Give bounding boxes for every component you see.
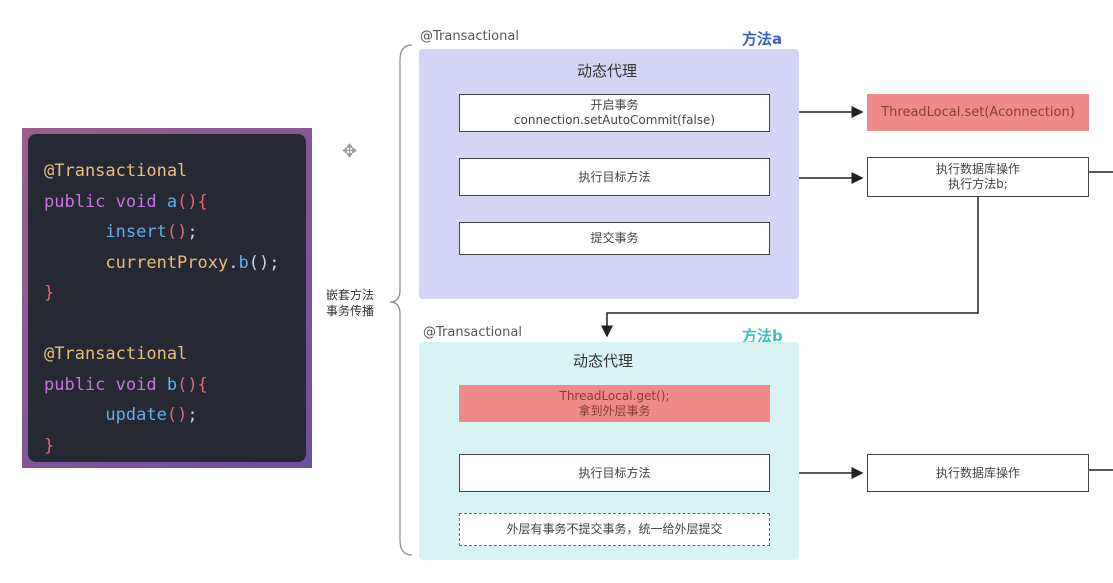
- get-outer-transaction-label: 拿到外层事务: [578, 403, 651, 418]
- code-line: @Transactional: [44, 156, 306, 187]
- panel-b-title: 动态代理: [573, 352, 634, 370]
- code-token: @Transactional: [44, 161, 188, 181]
- move-icon[interactable]: ✥: [342, 141, 358, 162]
- code-line: public void a(){: [44, 187, 306, 218]
- panel-b-annotation: @Transactional: [423, 325, 522, 340]
- code-line: @Transactional: [44, 339, 306, 370]
- nesting-bracket: [389, 44, 413, 556]
- code-token: (){: [177, 191, 208, 212]
- code-line: public void b(){: [44, 370, 306, 401]
- panel-a-method-label: 方法a: [742, 30, 783, 48]
- threadlocal-get-box: ThreadLocal.get();拿到外层事务: [459, 385, 770, 422]
- execute-method-b-label: 执行方法b;: [948, 177, 1008, 191]
- db-operation-b-box: 执行数据库操作: [867, 454, 1089, 492]
- nesting-label-line1: 嵌套方法: [326, 288, 375, 302]
- code-line: insert();: [44, 217, 306, 248]
- code-line: }: [44, 431, 306, 462]
- threadlocal-get-label: ThreadLocal.get();: [559, 388, 670, 403]
- code-line: currentProxy.b();: [44, 248, 306, 279]
- panel-a-title: 动态代理: [577, 62, 638, 80]
- code-token: }: [44, 283, 55, 303]
- db-operation-a-box: 执行数据库操作执行方法b;: [867, 157, 1089, 197]
- panel-b-method-label: 方法b: [742, 327, 783, 345]
- nesting-label-line2: 事务传播: [326, 304, 375, 318]
- code-token: public void: [44, 191, 167, 212]
- start-transaction-label: 开启事务: [590, 98, 639, 112]
- code-token: ;: [187, 405, 198, 425]
- code-token: b: [166, 374, 178, 395]
- code-token: insert: [44, 222, 167, 242]
- code-token: @Transactional: [44, 344, 188, 364]
- code-token: b: [238, 252, 249, 273]
- code-line: update();: [44, 400, 306, 431]
- code-token: (): [166, 405, 188, 425]
- threadlocal-set-box: ThreadLocal.set(Aconnection): [867, 94, 1089, 131]
- code-token: a: [166, 191, 178, 212]
- code-token: (){: [177, 374, 208, 395]
- no-commit-box: 外层有事务不提交事务，统一给外层提交: [459, 513, 770, 546]
- db-operation-label: 执行数据库操作: [935, 162, 1020, 176]
- execute-target-b-box: 执行目标方法: [459, 454, 770, 492]
- execute-target-a-box: 执行目标方法: [459, 158, 770, 196]
- code-token: }: [44, 435, 55, 456]
- code-token: (): [166, 222, 188, 242]
- code-token: update: [44, 405, 167, 425]
- code-token: .: [228, 252, 239, 273]
- commit-transaction-box: 提交事务: [459, 222, 770, 255]
- nesting-label: 嵌套方法事务传播: [326, 287, 374, 319]
- code-token: public void: [44, 374, 167, 395]
- set-autocommit-label: connection.setAutoCommit(false): [513, 113, 716, 127]
- code-token: ;: [187, 222, 198, 242]
- code-token: currentProxy: [44, 252, 229, 273]
- panel-a-annotation: @Transactional: [420, 29, 519, 44]
- code-token: ();: [248, 252, 280, 273]
- code-line: }: [44, 278, 306, 309]
